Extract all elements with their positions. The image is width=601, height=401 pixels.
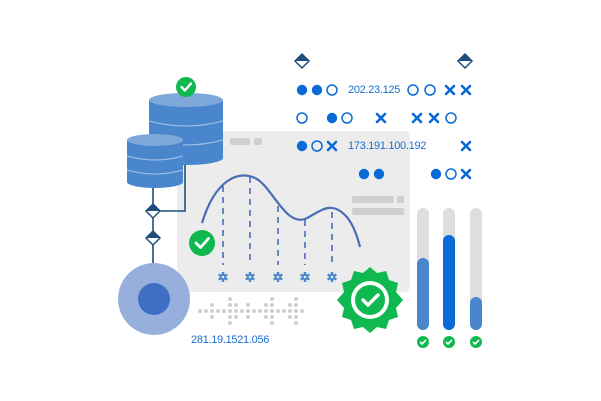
curve-chart: [200, 174, 362, 282]
skeleton-text: [397, 196, 404, 203]
target-ring-icon: [118, 263, 190, 335]
gear-icon: [273, 272, 283, 282]
gear-icon: [327, 272, 337, 282]
progress-bars: [417, 208, 482, 348]
check-circle-icon: [189, 230, 215, 256]
skeleton-text: [230, 138, 250, 145]
skeleton-text: [352, 208, 404, 215]
gear-icon: [300, 272, 310, 282]
status-row-2: [296, 112, 457, 124]
check-circle-icon: [176, 77, 196, 97]
ip-label: 173.191.100.192: [348, 140, 427, 152]
waveform-dots: [198, 297, 304, 325]
gear-icon: [245, 272, 255, 282]
database-small-icon: [126, 134, 184, 188]
diamond-node-icon: [145, 203, 161, 219]
skeleton-text: [254, 138, 262, 145]
ip-label: 202.23.125: [348, 84, 401, 96]
connector-lines: [152, 160, 186, 265]
gear-icon: [218, 272, 228, 282]
diamond-node-icon: [145, 230, 161, 246]
ip-label: 281.19.1521.056: [191, 334, 270, 346]
skeleton-text: [352, 196, 394, 203]
diamond-node-icon: [293, 52, 311, 70]
diamond-node-icon: [456, 52, 474, 70]
verified-badge-icon: [337, 267, 403, 333]
status-row-4: [358, 168, 472, 180]
